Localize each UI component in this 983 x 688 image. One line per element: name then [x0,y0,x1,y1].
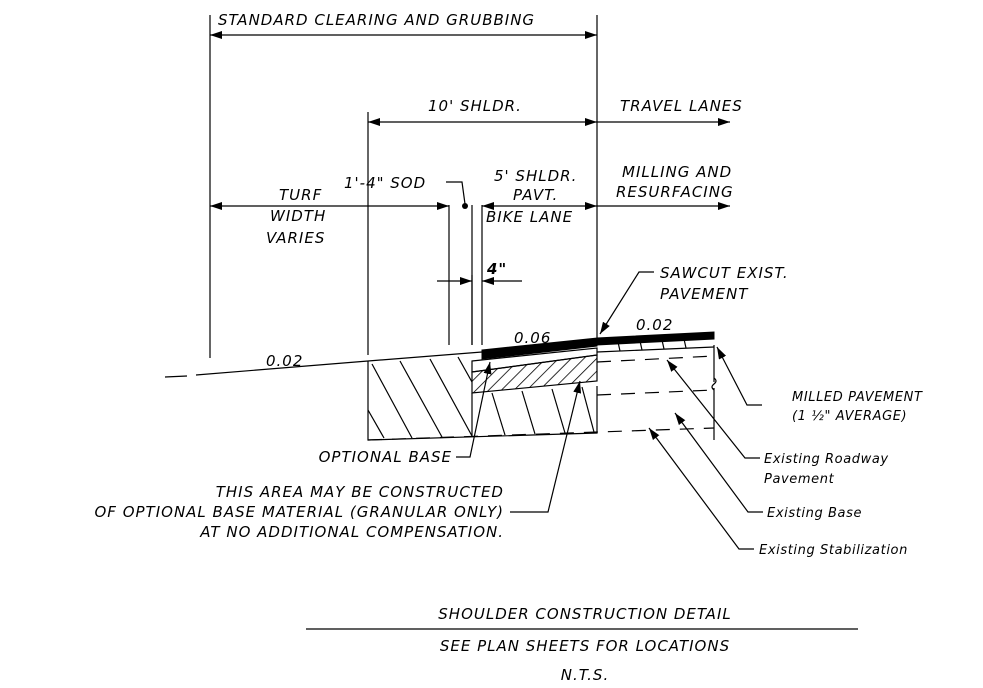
subgrade-hatch-9 [581,386,595,433]
milling-label: MILLING AND [622,163,732,181]
pavement-break-symbol [711,377,717,391]
subgrade-hatch-8 [551,388,566,434]
subgrade-hatch-1 [367,409,385,439]
existing-stabilization-leader [648,427,754,550]
shoulder-slope-label: 0.06 [514,329,551,347]
milled-pavement-leader [716,346,762,406]
existing-pavement-dash [596,355,715,363]
milled-average-label: (1 ½" AVERAGE) [792,409,907,424]
turf-label: TURF [279,186,322,204]
travel-slope-label: 0.02 [636,316,673,334]
milled-pavement-hatch-4 [683,338,687,349]
travel-lanes-label: TRAVEL LANES [620,97,743,115]
turf-varies-label: VARIES [266,229,325,247]
subgrade-hatch-6 [491,392,506,436]
existing-roadway-pavement-leader [666,359,760,459]
existing-base-dash [596,389,715,396]
paved-shoulder-label-2: PAVT. [513,186,558,204]
existing-roadway-pavement-label-2: Pavement [764,472,835,487]
subgrade-hatch-2 [371,363,413,439]
optional-material-leader [510,380,582,513]
scale-note: N.T.S. [561,666,609,684]
existing-roadway-pavement-label: Existing Roadway [764,452,889,467]
optional-material-note-3: AT NO ADDITIONAL COMPENSATION. [199,523,504,541]
sawcut-leader [599,271,654,335]
paved-shoulder-label: 5' SHLDR. [494,167,577,185]
clearing-and-grubbing-label: STANDARD CLEARING AND GRUBBING [218,11,535,29]
resurfacing-layer [596,331,715,346]
sawcut-pavement-label: PAVEMENT [660,285,749,303]
sod-leader [446,181,466,205]
detail-title: SHOULDER CONSTRUCTION DETAIL [438,605,731,623]
optional-base-hatched-zone [471,354,598,394]
shoulder-pavement [481,337,598,360]
existing-base-leader [674,412,763,513]
shoulder-width-label: 10' SHLDR. [428,97,522,115]
subgrade-hatch-7 [521,390,536,435]
existing-ground-line [195,360,369,376]
optional-material-note-2: OF OPTIONAL BASE MATERIAL (GRANULAR ONLY… [95,503,505,521]
optional-base-leader [456,361,492,458]
turf-slope-label: 0.02 [266,352,303,370]
subgrade-outline [367,361,598,441]
existing-stabilization-dash [367,427,715,441]
milled-pavement-label: MILLED PAVEMENT [792,390,923,405]
sod-label: 1'-4" SOD [344,174,426,192]
four-inch-label: 4" [486,260,507,278]
existing-ground-dash [164,375,188,378]
resurfacing-label: RESURFACING [616,183,734,201]
milled-pavement-hatch-2 [639,340,643,351]
existing-pavement-bottom [596,346,715,353]
turf-slope-line [367,351,483,362]
sawcut-label: SAWCUT EXIST. [660,264,789,282]
detail-subtitle: SEE PLAN SHEETS FOR LOCATIONS [440,637,730,655]
subgrade-hatch-4 [429,358,473,437]
turf-width-label: WIDTH [270,207,326,225]
existing-stabilization-label: Existing Stabilization [759,543,908,558]
bike-lane-label: BIKE LANE [486,208,573,226]
subgrade-hatch-5 [457,356,473,383]
milled-pavement-hatch-3 [661,339,665,350]
sod-point [462,203,468,209]
subgrade-hatch-3 [399,360,443,438]
optional-material-note-1: THIS AREA MAY BE CONSTRUCTED [216,483,504,501]
existing-base-label: Existing Base [767,506,862,521]
milled-pavement-hatch-1 [617,341,621,352]
optional-base-label: OPTIONAL BASE [319,448,452,466]
